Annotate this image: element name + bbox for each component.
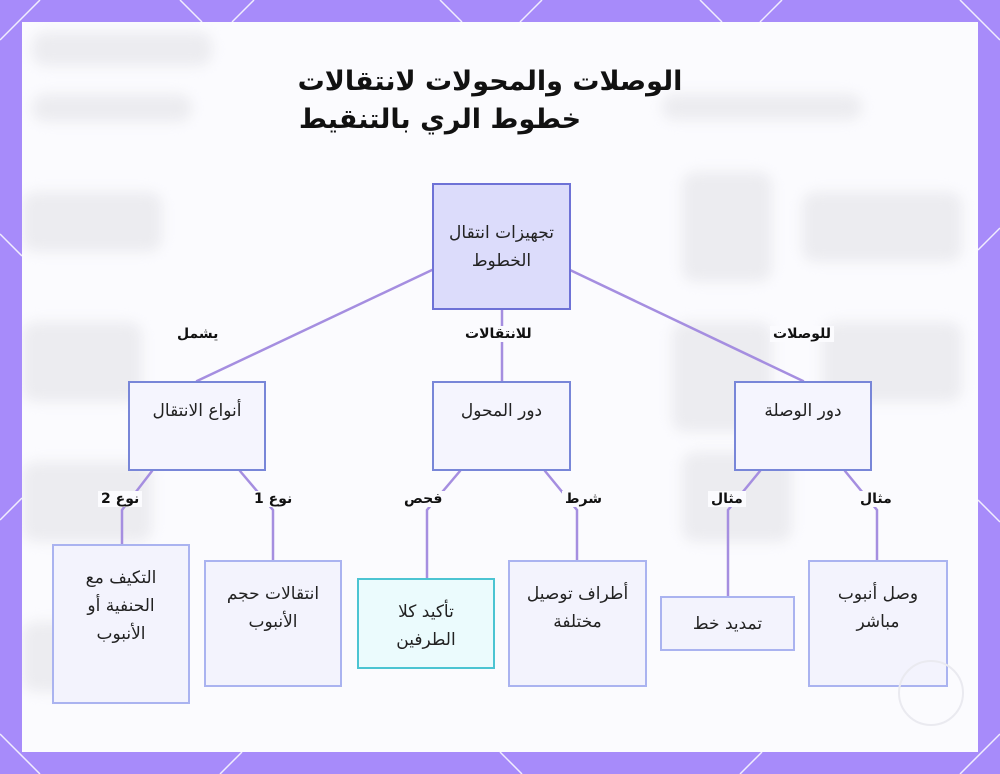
node-diff-ends: أطراف توصيل مختلفة xyxy=(508,560,647,687)
node-adapter-role: دور المحول xyxy=(432,381,571,471)
node-coupling-role: دور الوصلة xyxy=(734,381,872,471)
edge-coupling-direct xyxy=(843,469,879,562)
edge-label-example-a: مثال xyxy=(708,491,746,507)
edge-adapter-confirm xyxy=(425,469,462,580)
edge-label-condition: شرط xyxy=(562,491,606,507)
edge-adapter-diff xyxy=(543,469,579,562)
edge-label-example-b: مثال xyxy=(857,491,895,507)
node-line-extend-label: تمديد خط xyxy=(692,613,763,634)
watermark-logo-icon xyxy=(898,660,964,726)
diagram-title-line-2: خطوط الري بالتنقيط xyxy=(298,104,582,135)
edge-label-type2: نوع 2 xyxy=(98,491,143,507)
edge-label-type1: نوع 1 xyxy=(251,491,296,507)
node-transition-types-label: أنواع الانتقال xyxy=(152,401,242,421)
edge-root-coupling xyxy=(568,268,805,383)
edge-label-for-transitions: للانتقالات xyxy=(462,326,535,342)
node-root: تجهيزات انتقال الخطوط xyxy=(432,183,571,310)
node-size-transitions-label: انتقالات حجم الأنبوب xyxy=(226,584,320,632)
edge-root-types xyxy=(195,268,434,383)
node-confirm-ends-label: تأكيد كلا الطرفين xyxy=(396,602,456,650)
edge-label-check: فحص xyxy=(401,491,446,507)
node-confirm-ends: تأكيد كلا الطرفين xyxy=(357,578,495,669)
node-size-transitions: انتقالات حجم الأنبوب xyxy=(204,560,342,687)
node-coupling-role-label: دور الوصلة xyxy=(764,401,842,421)
edge-types-size xyxy=(238,469,275,562)
node-adapter-role-label: دور المحول xyxy=(460,401,543,421)
edge-types-faucet xyxy=(120,469,154,546)
node-root-label: تجهيزات انتقال الخطوط xyxy=(449,222,554,271)
node-faucet-adapt: التكيف مع الحنفية أو الأنبوب xyxy=(52,544,190,704)
node-direct-connect-label: وصل أنبوب مباشر xyxy=(837,584,919,632)
diagram-title-line-1: الوصلات والمحولات لانتقالات xyxy=(297,66,683,97)
node-line-extend: تمديد خط xyxy=(660,596,795,651)
node-diff-ends-label: أطراف توصيل مختلفة xyxy=(526,584,629,632)
node-transition-types: أنواع الانتقال xyxy=(128,381,266,471)
edge-label-for-couplings: للوصلات xyxy=(770,326,834,342)
edge-coupling-extend xyxy=(726,469,762,598)
node-faucet-adapt-label: التكيف مع الحنفية أو الأنبوب xyxy=(85,568,157,644)
edge-label-includes: يشمل xyxy=(174,326,222,342)
